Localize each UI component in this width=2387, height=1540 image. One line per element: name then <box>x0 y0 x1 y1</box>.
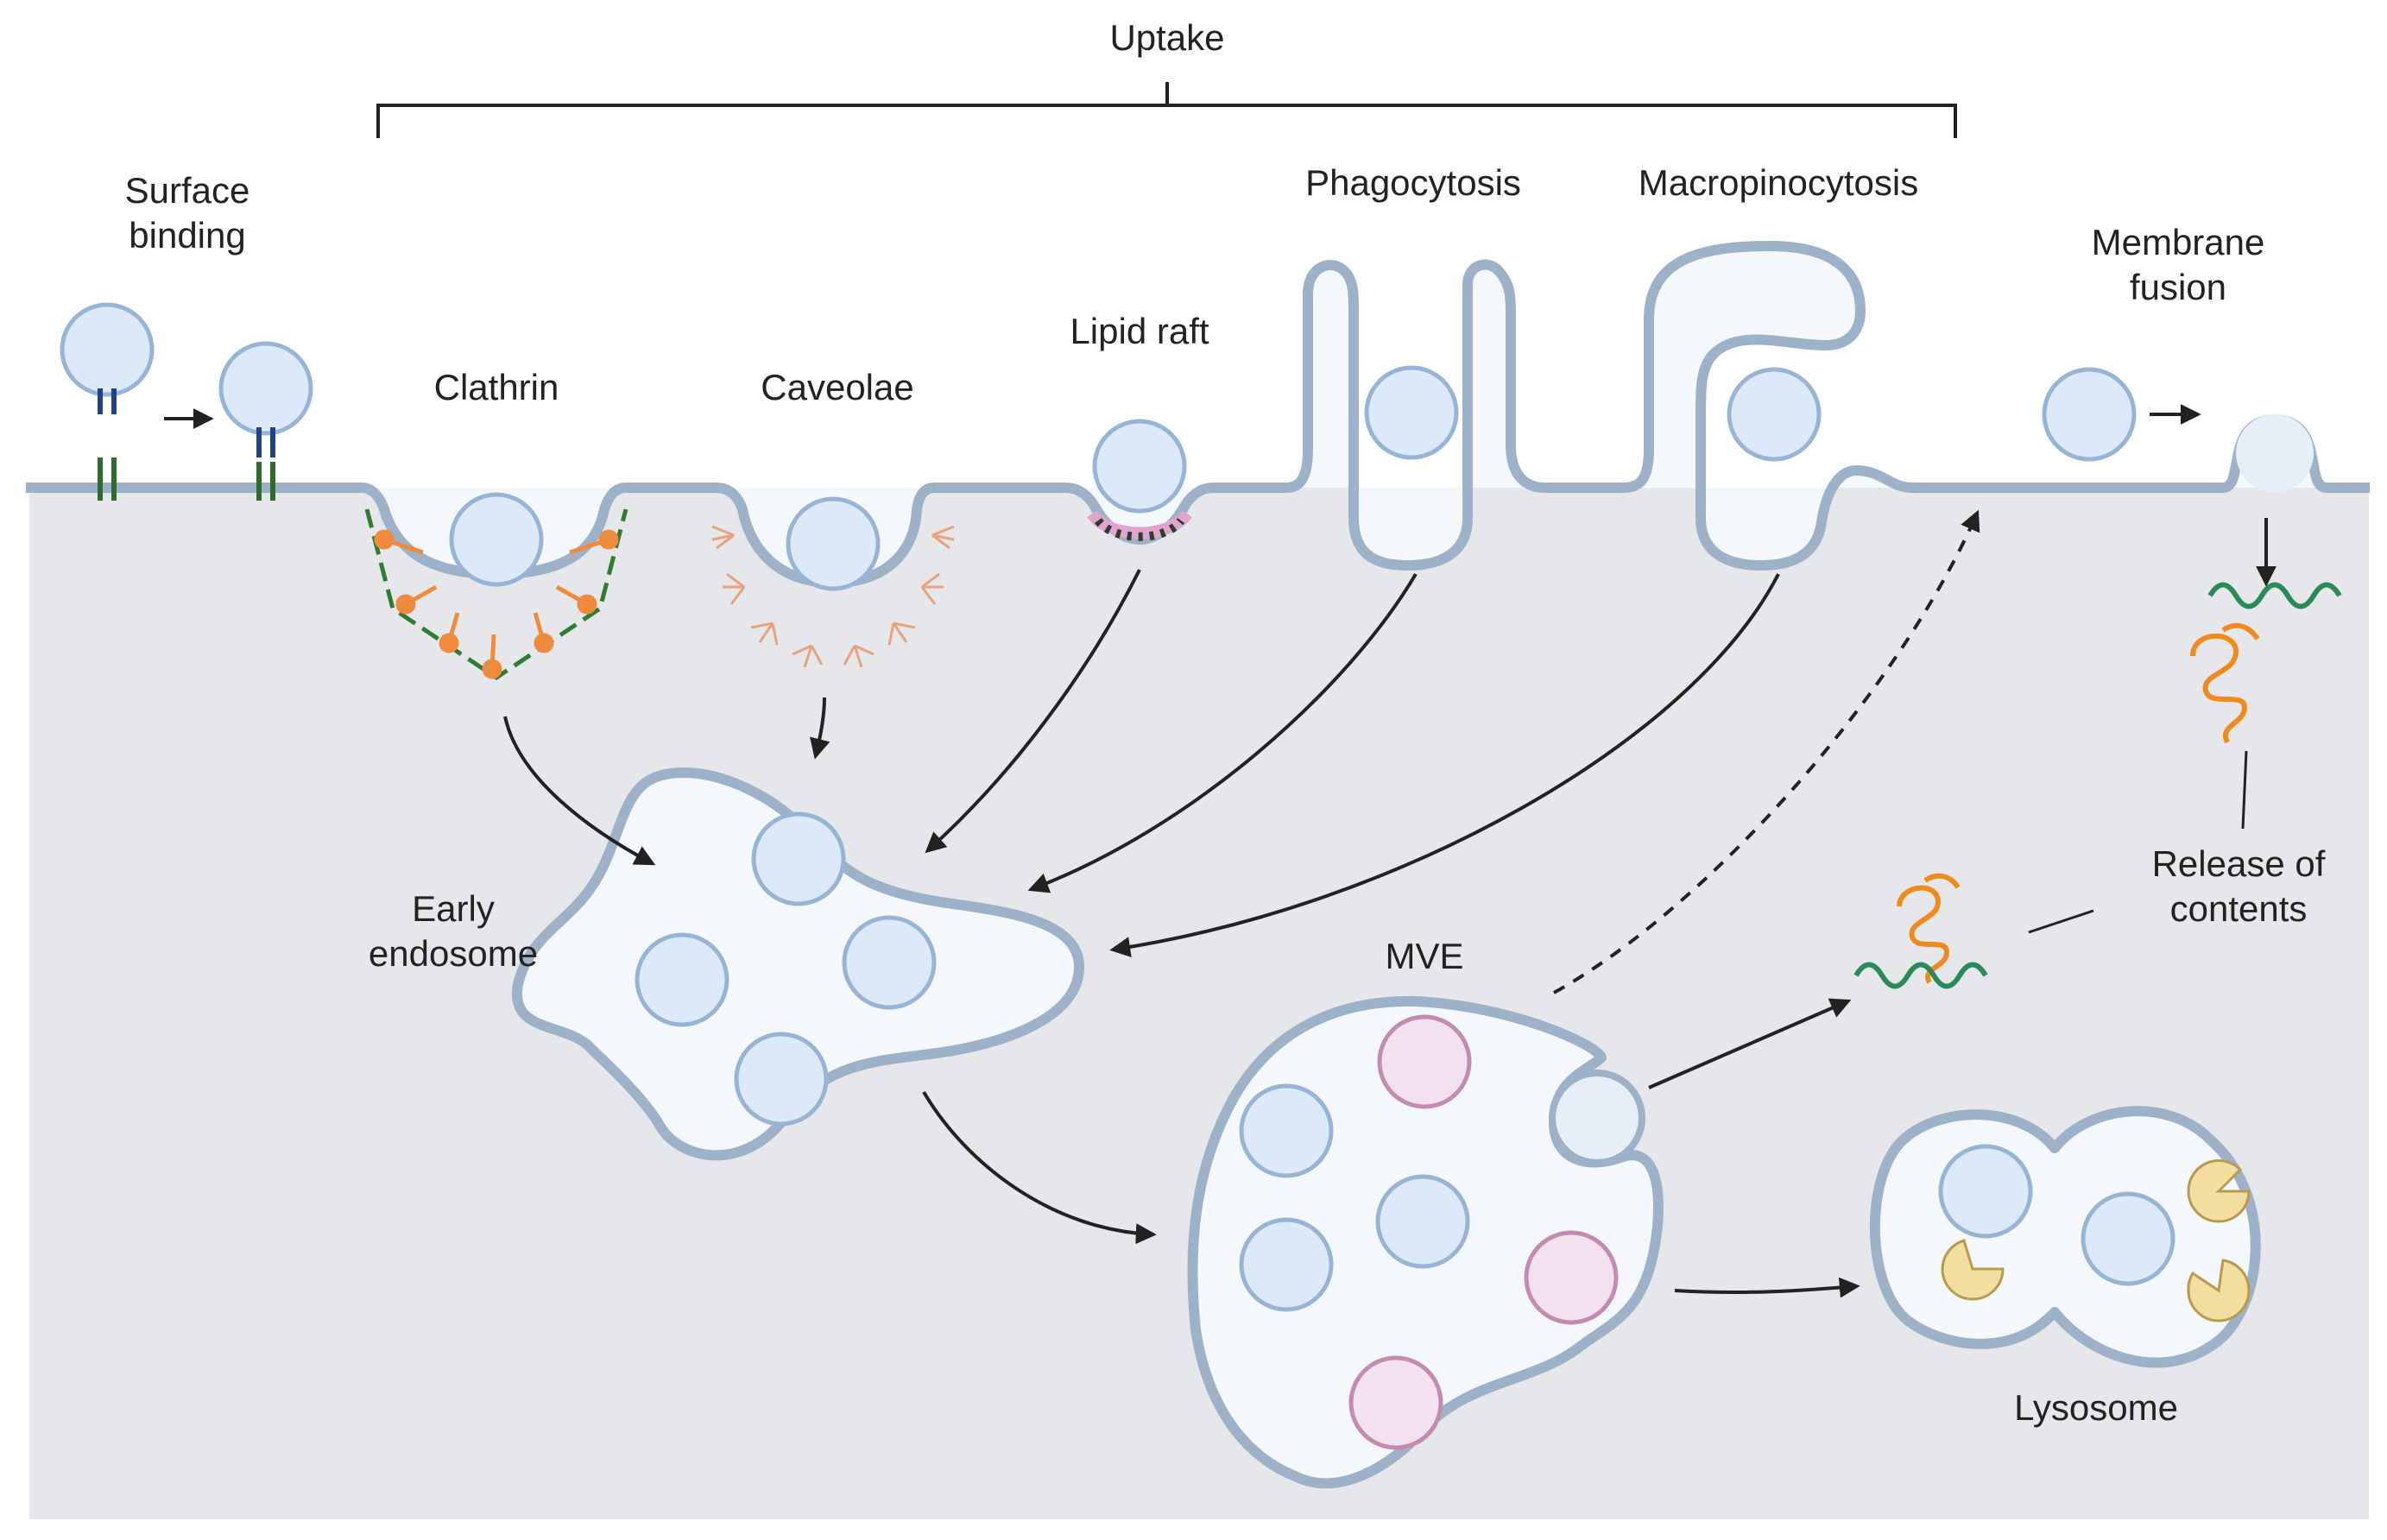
release-label-line1: Release of <box>2152 843 2326 884</box>
clathrin-pit <box>364 492 628 681</box>
caveolae-to-endosome-arrow <box>810 697 830 760</box>
early-endosome-label-line1: Early <box>412 888 495 929</box>
macropinocytosis-to-endosome-arrow <box>1109 573 1780 957</box>
released-contents <box>1853 873 2094 989</box>
bound-vesicle <box>218 341 313 436</box>
phagocytosis-to-endosome-arrow <box>1027 572 1418 893</box>
clathrin-to-endosome-arrow <box>503 716 656 866</box>
mve-to-lysosome-arrow <box>1674 1277 1860 1298</box>
mve-ilv <box>1239 1217 1334 1312</box>
membrane-fusion-label-line2: fusion <box>2130 267 2226 307</box>
release-leader-line <box>2028 909 2094 934</box>
lysosome-vesicle <box>2081 1191 2175 1286</box>
endosome-ilv <box>842 915 937 1010</box>
adaptor-proteins <box>374 529 619 679</box>
lysosome-vesicle <box>1938 1144 2033 1239</box>
caveolin-icon <box>711 525 955 668</box>
caveolae-pit <box>711 496 955 668</box>
recycling-dashed-arrow <box>1553 509 1980 994</box>
mve-ilv-pink <box>1524 1230 1619 1325</box>
fused-vesicle <box>2236 414 2314 492</box>
surface-binding-label-line1: Surface <box>125 170 250 211</box>
uptake-label: Uptake <box>1109 17 1224 58</box>
pathway-arrows <box>503 509 1980 1298</box>
early-endosome-label-line2: endosome <box>369 933 538 974</box>
membrane-fusion-step <box>2042 367 2342 830</box>
lipid-raft-site <box>1087 419 1192 541</box>
mve-ilv-pink <box>1377 1014 1472 1109</box>
early-endosome <box>511 767 1084 1161</box>
phagocytosis-vesicle <box>1364 365 1459 460</box>
budding-exosome <box>1549 1070 1645 1166</box>
lysosome <box>1869 1106 2261 1368</box>
ligand-receptor-icon <box>98 388 117 501</box>
protein-icon <box>2190 622 2260 744</box>
clathrin-label: Clathrin <box>434 367 559 407</box>
release-label-line2: contents <box>2170 888 2308 929</box>
hydrolase-enzyme-icon <box>1941 1159 2251 1322</box>
uptake-bracket <box>376 82 1957 138</box>
macropinocytosis-label: Macropinocytosis <box>1639 162 1918 203</box>
membrane-fusion-label-line1: Membrane <box>2092 222 2265 262</box>
mve-ilv-pink <box>1348 1355 1443 1450</box>
endosome-to-mve-arrow <box>922 1090 1157 1245</box>
fusing-vesicle-free <box>2042 367 2137 462</box>
endosome-ilv <box>751 811 846 906</box>
mve-label: MVE <box>1385 936 1463 976</box>
macropinocytosis-vesicle <box>1727 367 1822 462</box>
raft-proteins <box>1094 517 1185 541</box>
lipid-raft-label: Lipid raft <box>1070 311 1209 351</box>
mve <box>1187 995 1664 1489</box>
endosome-ilv <box>635 932 729 1027</box>
caveolae-vesicle <box>786 496 881 591</box>
plasma-membrane <box>26 241 2370 588</box>
surface-binding-step <box>60 302 313 501</box>
clathrin-vesicle <box>449 492 544 587</box>
lipid-raft-vesicle <box>1092 419 1187 514</box>
endosome-ilv <box>734 1032 829 1127</box>
caveolae-label: Caveolae <box>761 367 913 407</box>
rna-icon <box>1853 962 1988 989</box>
exosome-release-arrow <box>1648 998 1852 1089</box>
surface-binding-label-line2: binding <box>129 215 245 256</box>
mve-ilv <box>1375 1174 1470 1269</box>
lysosome-label: Lysosome <box>2014 1387 2178 1428</box>
rna-icon <box>2207 582 2342 609</box>
raft-to-endosome-arrow <box>925 569 1141 854</box>
protein-icon <box>1897 873 1961 984</box>
release-leader-line <box>2241 750 2248 830</box>
phagocytosis-label: Phagocytosis <box>1305 162 1521 203</box>
free-vesicle <box>60 302 155 397</box>
mve-ilv <box>1239 1083 1334 1178</box>
bound-receptor-icon <box>256 427 275 501</box>
